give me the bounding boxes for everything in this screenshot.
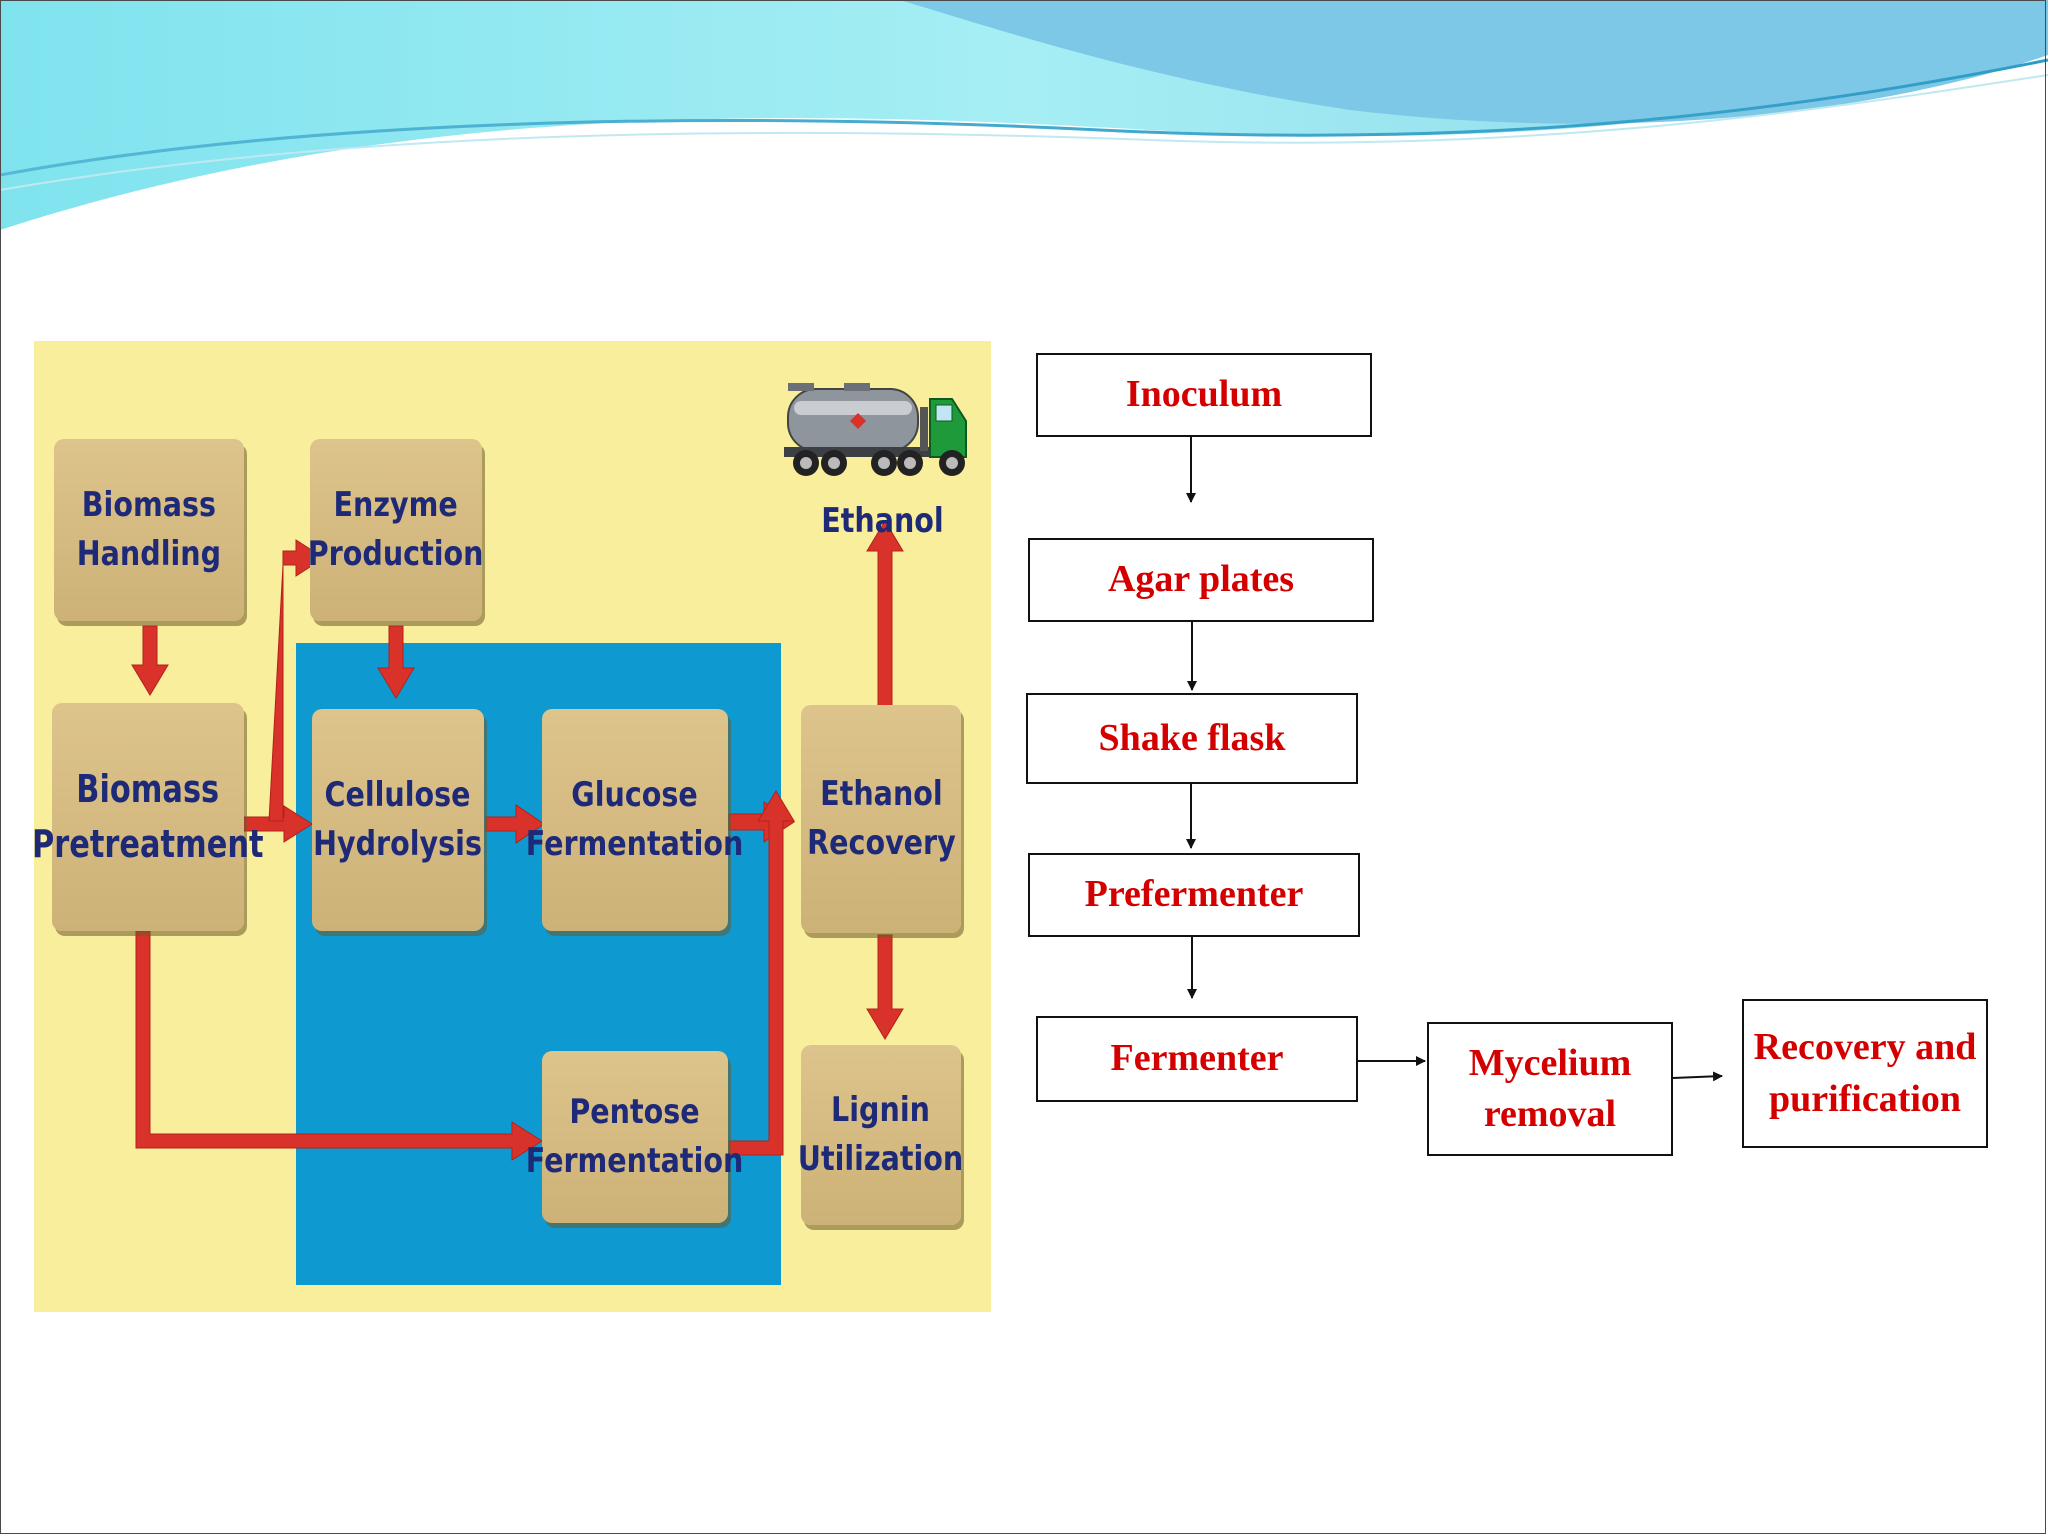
tanker-truck-icon bbox=[784, 383, 967, 476]
shake-flask-box: Shake flask bbox=[1026, 693, 1358, 784]
arrow-recovery-to-ethanol bbox=[866, 520, 904, 710]
arrow-mycelium-to-recovery bbox=[1672, 1071, 1723, 1082]
arrow-enzyme-to-hydrolysis bbox=[377, 625, 415, 699]
fermenter-box: Fermenter bbox=[1036, 1016, 1358, 1102]
prefermenter-label: Prefermenter bbox=[1084, 873, 1304, 916]
biomass-handling-box: Biomass Handling bbox=[54, 439, 244, 621]
arrow-pretreatment-to-hydrolysis bbox=[243, 805, 313, 843]
arrow-pentose-to-recovery bbox=[728, 790, 795, 1156]
biomass-pretreatment-box: Biomass Pretreatment bbox=[32, 703, 264, 931]
lignin-utilization-label: Lignin Utilization bbox=[798, 1089, 964, 1179]
fermenter-label: Fermenter bbox=[1110, 1037, 1284, 1080]
arrow-pretreatment-to-pentose bbox=[135, 930, 543, 1161]
lignin-utilization-box: Lignin Utilization bbox=[798, 1045, 964, 1225]
inoculum-label: Inoculum bbox=[1125, 373, 1283, 416]
glucose-fermentation-box: Glucose Fermentation bbox=[526, 709, 744, 931]
header-wave-decoration bbox=[0, 0, 2048, 230]
mycelium-removal-box: Mycelium removal bbox=[1427, 1022, 1673, 1156]
inoculum-box: Inoculum bbox=[1036, 353, 1372, 437]
biomass-handling-label: Biomass Handling bbox=[76, 484, 222, 574]
recovery-purification-box: Recovery and purification bbox=[1742, 999, 1988, 1148]
glucose-fermentation-label: Glucose Fermentation bbox=[526, 774, 744, 864]
enzyme-production-box: Enzyme Production bbox=[308, 439, 484, 621]
biomass-pretreatment-label: Biomass Pretreatment bbox=[32, 766, 264, 866]
ethanol-product-label: Ethanol bbox=[821, 501, 944, 541]
pentose-fermentation-label: Pentose Fermentation bbox=[526, 1091, 744, 1181]
pentose-fermentation-box: Pentose Fermentation bbox=[526, 1051, 744, 1223]
enzyme-production-label: Enzyme Production bbox=[308, 484, 484, 574]
cellulose-hydrolysis-box: Cellulose Hydrolysis bbox=[312, 709, 484, 931]
recovery-purification-label: Recovery and purification bbox=[1753, 1026, 1977, 1120]
agar-plates-box: Agar plates bbox=[1028, 538, 1374, 622]
ethanol-recovery-box: Ethanol Recovery bbox=[801, 705, 961, 933]
process-arrows bbox=[131, 520, 904, 1161]
cellulose-hydrolysis-label: Cellulose Hydrolysis bbox=[313, 774, 483, 864]
arrow-recovery-to-lignin bbox=[866, 934, 904, 1040]
agar-plates-label: Agar plates bbox=[1107, 558, 1295, 601]
arrow-handling-to-pretreatment bbox=[131, 625, 169, 696]
ethanol-process-diagram: Biomass Handling Enzyme Production Bioma… bbox=[32, 341, 991, 1312]
arrow-hydrolysis-to-glucose bbox=[485, 804, 545, 844]
shake-flask-label: Shake flask bbox=[1098, 716, 1286, 759]
prefermenter-box: Prefermenter bbox=[1028, 853, 1360, 937]
mycelium-removal-label: Mycelium removal bbox=[1468, 1041, 1632, 1135]
ethanol-recovery-label: Ethanol Recovery bbox=[806, 773, 956, 863]
